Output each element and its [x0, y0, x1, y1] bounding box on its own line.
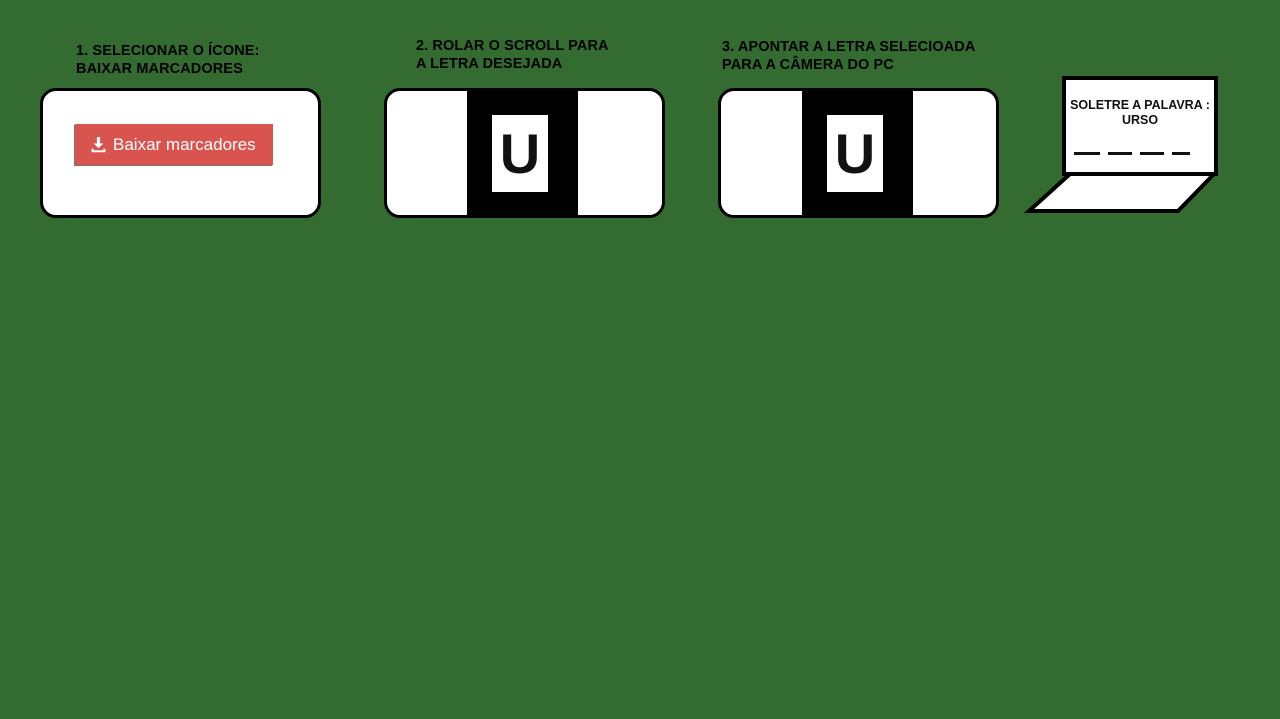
- download-button-label: Baixar marcadores: [113, 134, 256, 154]
- step-1-title-line2: BAIXAR MARCADORES: [76, 61, 243, 77]
- step-2-card: U: [384, 88, 665, 218]
- download-icon: [90, 136, 107, 153]
- step-3-title-line2: PARA A CÂMERA DO PC: [722, 57, 894, 73]
- spell-word-instruction: SOLETRE A PALAVRA :: [1070, 98, 1210, 112]
- letter-blanks: [1074, 152, 1190, 155]
- step-2-title-line1: 2. ROLAR O SCROLL PARA: [416, 38, 609, 54]
- download-markers-button[interactable]: Baixar marcadores: [75, 124, 273, 165]
- letter-blank: [1074, 152, 1100, 155]
- letter-blank: [1172, 152, 1190, 155]
- step-3-card: U: [718, 88, 999, 218]
- marker-letter: U: [492, 115, 548, 192]
- spell-word-prompt: SOLETRE A PALAVRA : URSO: [1068, 98, 1212, 128]
- spell-word-target: URSO: [1121, 113, 1159, 127]
- step-1-title-line1: 1. SELECIONAR O ÍCONE:: [76, 43, 260, 59]
- marker-band: U: [467, 91, 578, 215]
- step-3-title: 3. APONTAR A LETRA SELECIOADA PARA A CÂM…: [722, 38, 975, 74]
- step-1-title: 1. SELECIONAR O ÍCONE: BAIXAR MARCADORES: [76, 42, 259, 78]
- step-3-title-line1: 3. APONTAR A LETRA SELECIOADA: [722, 39, 976, 55]
- step-1-card: Baixar marcadores: [40, 88, 321, 218]
- step-2-title: 2. ROLAR O SCROLL PARA A LETRA DESEJADA: [416, 37, 609, 73]
- laptop-icon: [1024, 76, 1219, 213]
- marker-band: U: [802, 91, 913, 215]
- letter-blank: [1140, 152, 1164, 155]
- marker-letter: U: [827, 115, 883, 192]
- letter-blank: [1108, 152, 1132, 155]
- step-2-title-line2: A LETRA DESEJADA: [416, 56, 563, 72]
